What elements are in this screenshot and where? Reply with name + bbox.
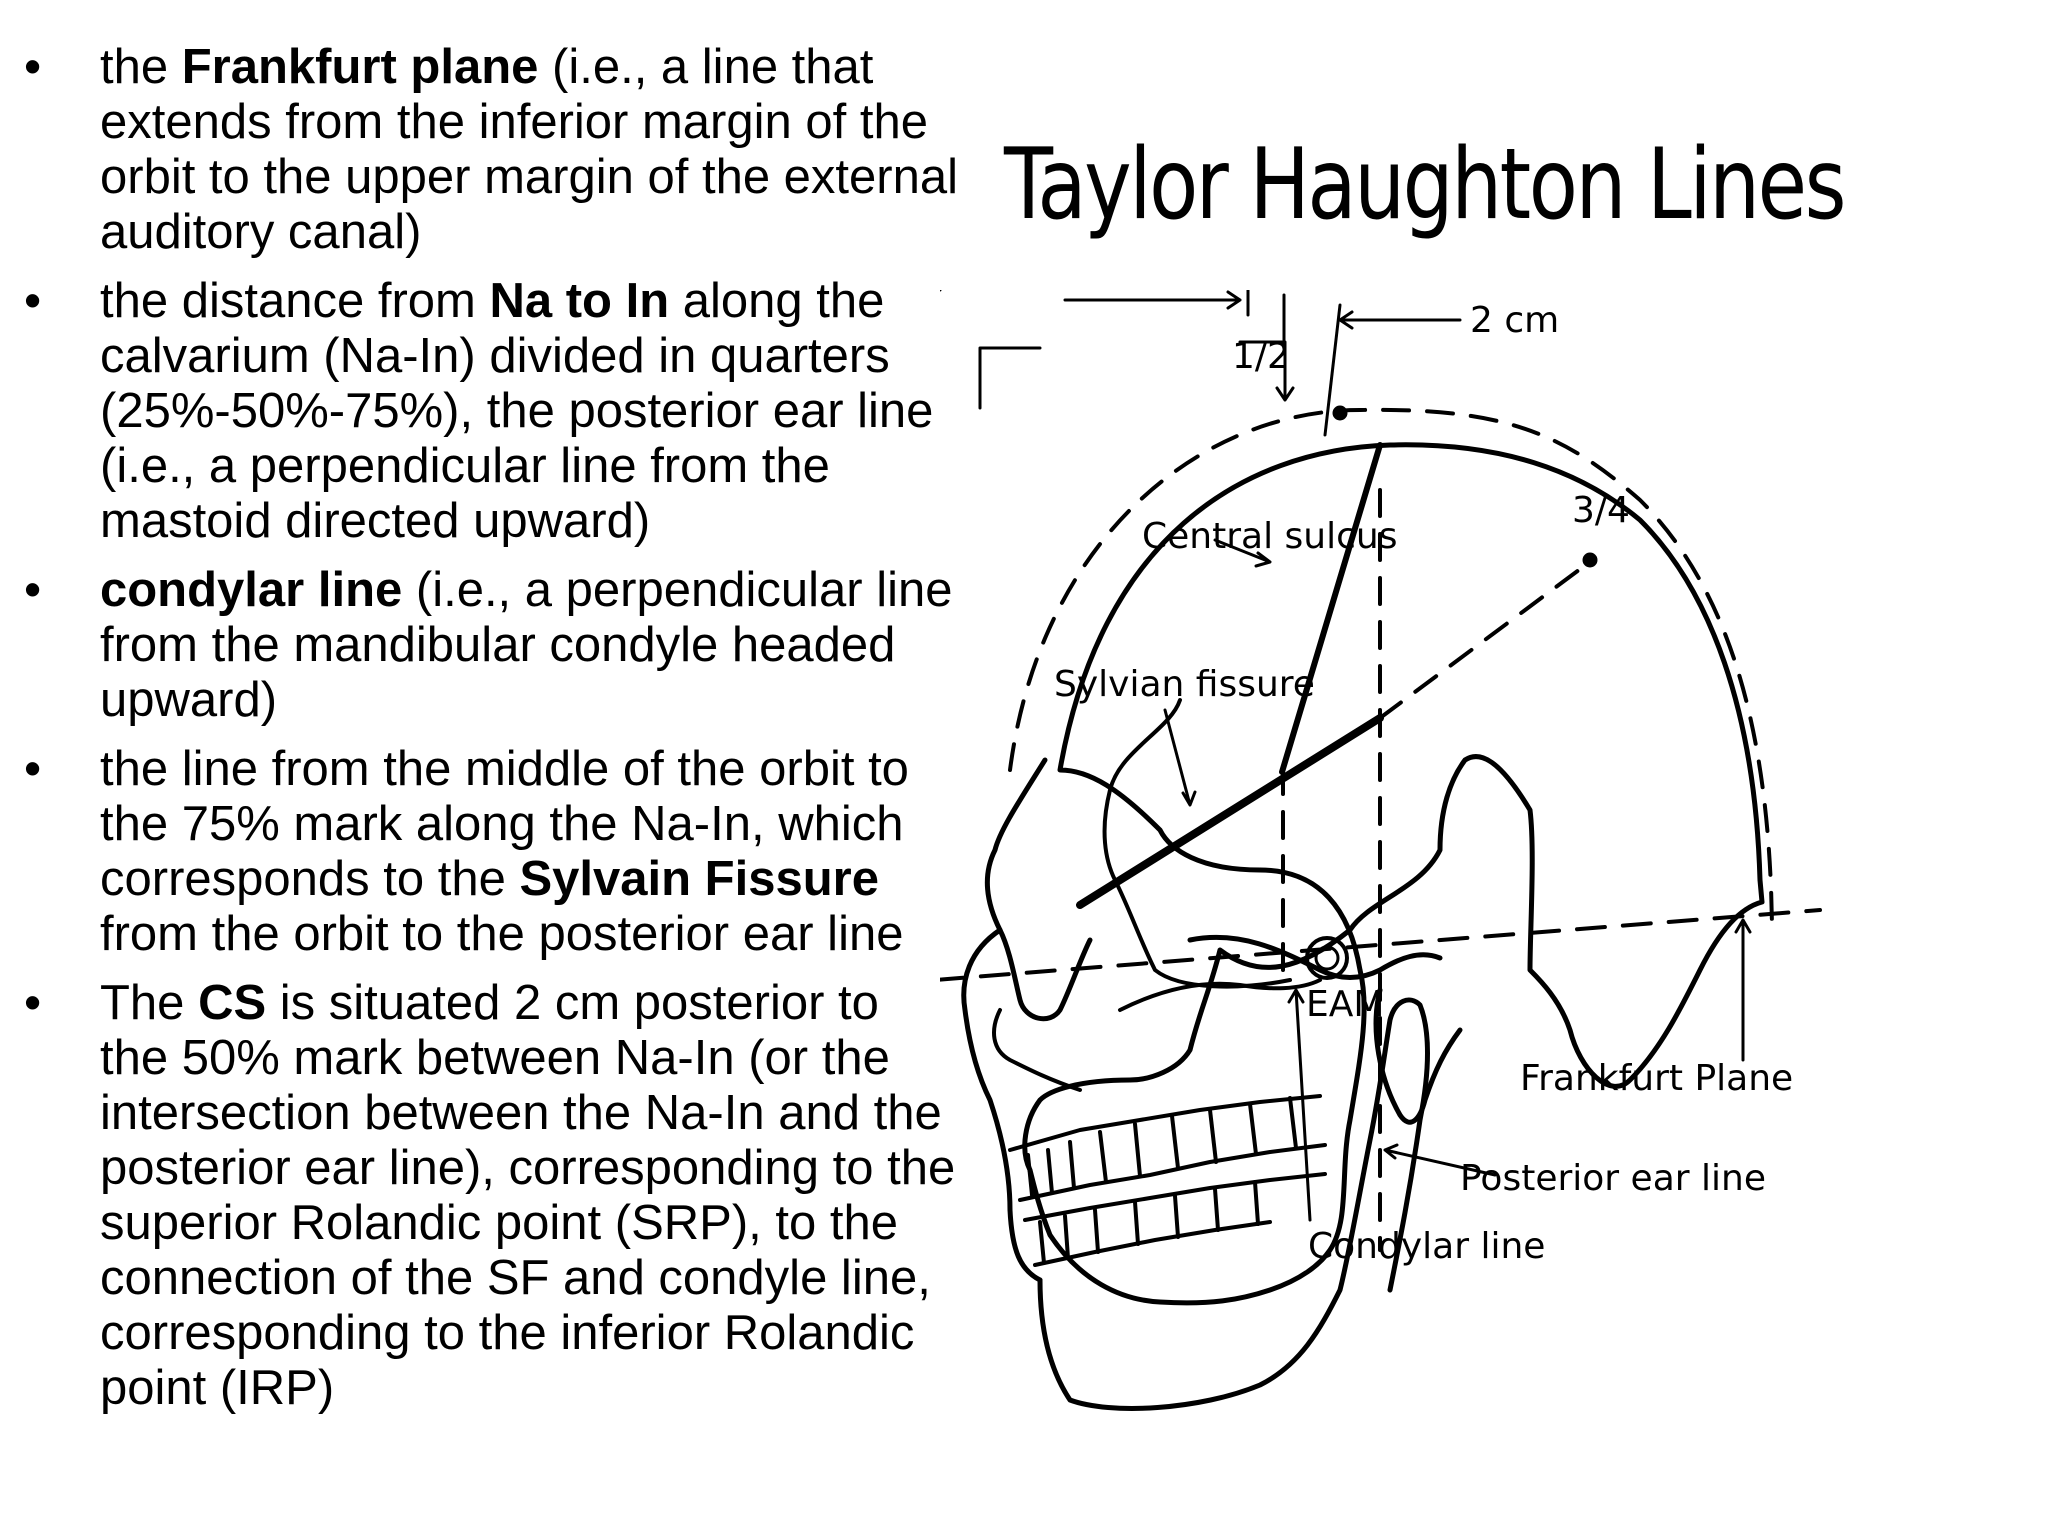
- label-three-quarter: 3/4: [1572, 490, 1630, 531]
- bullet-list: the Frankfurt plane (i.e., a line that e…: [0, 40, 960, 1430]
- bullet-frankfurt: the Frankfurt plane (i.e., a line that e…: [0, 40, 960, 260]
- frankfurt-plane-arrow: [1734, 918, 1752, 1062]
- three-quarter-mark-point: [1582, 552, 1598, 568]
- bullet-sylvian-run-2: from the orbit to the posterior ear line: [100, 907, 904, 961]
- two-cm-arrow: [1338, 310, 1462, 330]
- bullet-cs-run-0: The: [100, 976, 199, 1030]
- bullet-sylvian-run-0: the line from the middle of the orbit to…: [100, 742, 909, 906]
- bullet-cs-run-2: is situated 2 cm posterior to the 50% ma…: [100, 976, 956, 1415]
- zygomatic-arch: [1187, 934, 1443, 980]
- central-sulcus-arrow: [1213, 538, 1272, 568]
- posterior-ear-arrow: [1383, 1143, 1497, 1177]
- bullet-frankfurt-run-2: (i.e., a line that extends from the infe…: [100, 40, 959, 259]
- frankfurt-plane-line: [940, 908, 1822, 982]
- bullet-cs-run-1: CS: [198, 976, 267, 1030]
- label-sylvian-fissure: Sylvian fissure: [1054, 664, 1315, 705]
- eam-circle: [1305, 936, 1349, 980]
- sylvian-fissure-line: [1076, 714, 1384, 909]
- half-arrow: [1063, 290, 1242, 310]
- half-callout-leader: [978, 346, 1042, 410]
- nasal-notch: [992, 1008, 1082, 1092]
- temporal-arch: [1118, 978, 1322, 1012]
- condylar-arrow: [1287, 988, 1312, 1222]
- bullet-condylar-run-0: condylar line: [100, 563, 403, 617]
- sylvian-fissure-arrow: [1163, 708, 1197, 807]
- bullet-condylar: condylar line (i.e., a perpendicular lin…: [0, 563, 960, 728]
- sylvian-extension: [1378, 556, 1597, 720]
- label-two-cm: 2 cm: [1470, 300, 1559, 341]
- skull-diagram: 1/2 2 cm 3/4 Central sulcus Sylvian fiss…: [940, 290, 1822, 1411]
- mastoid: [1373, 987, 1463, 1125]
- label-central-sulcus: Central sulcus: [1142, 516, 1397, 557]
- bullet-na-in: the distance from Na to In along the cal…: [0, 274, 960, 549]
- half-mark-point: [1332, 405, 1348, 421]
- skull-outline: [1022, 442, 1765, 1306]
- bullet-cs: The CS is situated 2 cm posterior to the…: [0, 976, 960, 1416]
- bullet-condylar-run-1: (i.e., a perpendicular line from the man…: [100, 563, 953, 727]
- orbit-outline: [984, 757, 1093, 1022]
- label-condylar-line: Condylar line: [1308, 1226, 1545, 1267]
- maxilla-outline: [961, 927, 1043, 1283]
- bullet-frankfurt-run-1: Frankfurt plane: [181, 40, 539, 94]
- label-eam: EAM: [1306, 984, 1384, 1025]
- central-sulcus-line: [1279, 442, 1383, 775]
- label-frankfurt-plane: Frankfurt Plane: [1520, 1058, 1793, 1099]
- sylvian-anatomic-curve: [1102, 698, 1292, 989]
- lower-teeth: [1023, 1172, 1327, 1267]
- label-posterior-ear-line: Posterior ear line: [1460, 1158, 1766, 1199]
- upper-teeth: [1008, 1094, 1327, 1202]
- bullet-sylvian-run-1: Sylvain Fissure: [519, 852, 879, 906]
- diagram-title: Taylor Haughton Lines: [1004, 128, 1846, 242]
- two-cm-vert-right: [1323, 303, 1342, 437]
- mandible-outline: [1037, 997, 1430, 1411]
- bullet-na-in-run-0: the distance from: [100, 274, 490, 328]
- bullet-na-in-run-1: Na to In: [489, 274, 670, 328]
- bullet-na-in-run-2: along the calvarium (Na-In) divided in q…: [100, 274, 934, 548]
- label-half: 1/2: [1232, 336, 1290, 377]
- bullet-sylvian: the line from the middle of the orbit to…: [0, 742, 960, 962]
- calvarium-dashed-arc: [1008, 407, 1774, 932]
- bullet-frankfurt-run-0: the: [100, 40, 182, 94]
- half-down-arrow: [1238, 340, 1295, 402]
